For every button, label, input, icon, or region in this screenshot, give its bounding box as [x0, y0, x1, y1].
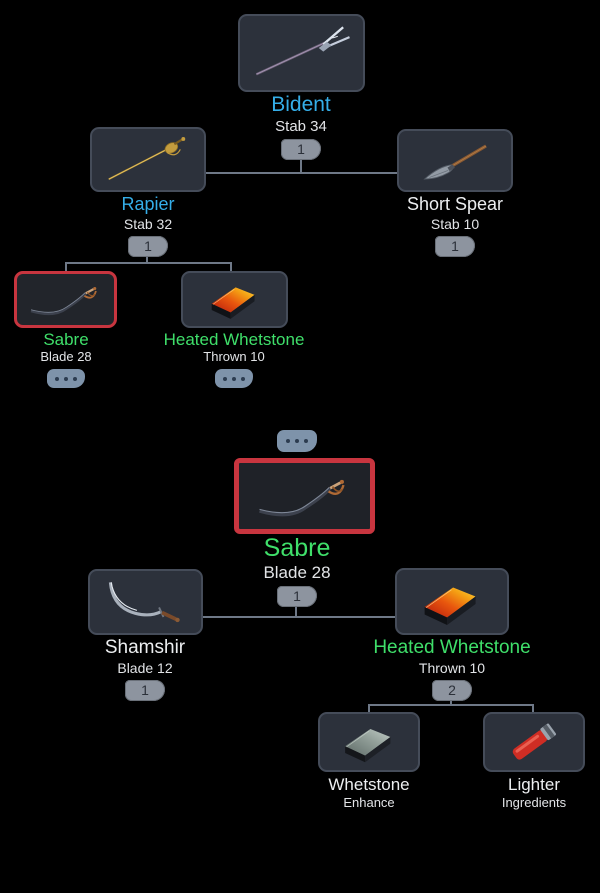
whetstone-card[interactable] [318, 712, 420, 772]
shamshir-image [109, 581, 181, 622]
quantity-badge: 1 [277, 586, 317, 607]
item-name: Rapier [121, 194, 175, 214]
heated-whetstone-main-labels: Heated Whetstone Thrown 10 2 [352, 636, 552, 701]
connector-line [368, 704, 534, 706]
quantity-badge: 1 [125, 680, 165, 701]
item-stat: Blade 28 [263, 563, 331, 582]
item-name: Sabre [43, 330, 89, 349]
connector-line [146, 256, 148, 264]
lighter-labels: Lighter Ingredients [454, 774, 600, 811]
short-spear-image [423, 144, 488, 180]
quantity-badge: 1 [128, 236, 168, 257]
connector-line [65, 262, 232, 264]
rapier-card[interactable] [90, 127, 206, 192]
sabre-image [30, 287, 97, 316]
sabre-main-labels: Sabre Blade 28 1 [217, 534, 377, 607]
shamshir-labels: Shamshir Blade 12 1 [65, 636, 225, 701]
lighter-image [512, 723, 556, 760]
expand-button[interactable] [215, 369, 253, 388]
rapier-image [108, 136, 186, 180]
connector-line [206, 172, 397, 174]
heated-whetstone-image [211, 287, 255, 320]
item-name: Lighter [508, 775, 560, 794]
lighter-card[interactable] [483, 712, 585, 772]
short-spear-card[interactable] [397, 129, 513, 192]
whetstone-image [345, 729, 391, 763]
item-stat: Enhance [343, 795, 395, 810]
heated-whetstone-card[interactable] [395, 568, 509, 635]
bident-labels: Bident Stab 34 1 [221, 93, 381, 160]
short-spear-labels: Short Spear Stab 10 1 [375, 194, 535, 257]
item-stat: Blade 28 [40, 349, 92, 364]
connector-line [230, 262, 232, 272]
item-stat: Stab 32 [123, 216, 173, 232]
connector-line [532, 704, 534, 713]
sabre-card-highlighted[interactable] [14, 271, 117, 328]
connector-line [300, 158, 302, 174]
shamshir-card[interactable] [88, 569, 203, 635]
rapier-labels: Rapier Stab 32 1 [68, 194, 228, 257]
item-name: Short Spear [406, 194, 504, 214]
item-name: Shamshir [104, 637, 186, 658]
bident-card[interactable] [238, 14, 365, 92]
expand-button[interactable] [47, 369, 85, 388]
sabre-image [259, 479, 345, 517]
connector-line [450, 698, 452, 706]
item-stat: Thrown 10 [203, 349, 265, 364]
sabre-top-labels: Sabre Blade 28 [0, 330, 146, 388]
item-stat: Stab 34 [275, 118, 327, 135]
collapsed-tree-button[interactable] [277, 430, 317, 452]
item-stat: Thrown 10 [418, 660, 486, 676]
bident-image [255, 26, 350, 76]
heated-whetstone-card[interactable] [181, 271, 288, 328]
sabre-card-selected[interactable] [234, 458, 375, 534]
item-name: Whetstone [328, 775, 410, 794]
connector-line [368, 704, 370, 713]
item-stat: Stab 10 [430, 216, 480, 232]
connector-line [203, 616, 395, 618]
item-name: Heated Whetstone [163, 330, 305, 349]
item-name: Sabre [263, 534, 331, 562]
item-name: Bident [271, 93, 331, 116]
whetstone-labels: Whetstone Enhance [289, 774, 449, 811]
quantity-badge: 1 [435, 236, 475, 257]
item-name: Heated Whetstone [373, 637, 531, 658]
quantity-badge: 1 [281, 139, 321, 160]
connector-line [65, 262, 67, 272]
connector-line [295, 604, 297, 618]
item-stat: Ingredients [501, 795, 567, 810]
item-stat: Blade 12 [117, 660, 173, 676]
heated-whetstone-top-labels: Heated Whetstone Thrown 10 [134, 330, 334, 388]
heated-whetstone-image [425, 587, 476, 625]
quantity-badge: 2 [432, 680, 472, 701]
